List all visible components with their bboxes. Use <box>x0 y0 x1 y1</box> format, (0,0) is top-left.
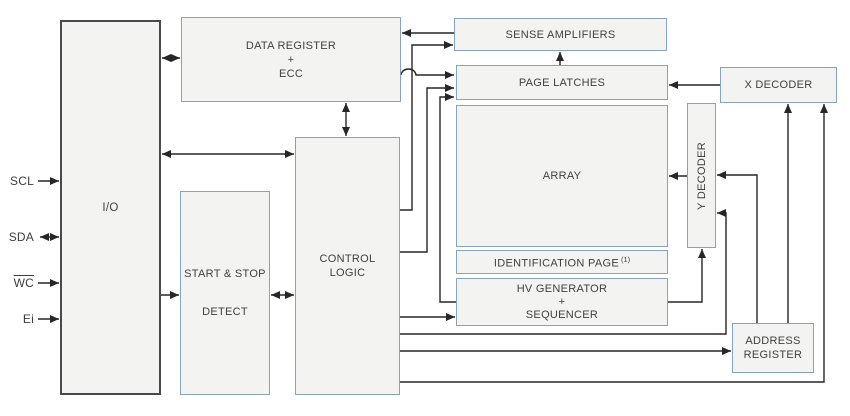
pin-label-ei: Ei <box>22 312 34 326</box>
pin-label-wc: WC <box>13 276 34 290</box>
block-identification-page: IDENTIFICATION PAGE(1) <box>456 250 668 274</box>
block-data-register: DATA REGISTER + ECC <box>181 17 401 102</box>
block-x-decoder-label: X DECODER <box>744 79 813 91</box>
block-start-stop-line1: START & STOP <box>184 268 266 280</box>
block-data-register-plus: + <box>287 53 295 66</box>
block-y-decoder: Y DECODER <box>687 103 716 248</box>
block-hv-generator-plus: + <box>558 295 566 308</box>
block-start-stop-line2: DETECT <box>202 306 248 318</box>
block-io-label: I/O <box>102 201 119 214</box>
block-data-register-label: DATA REGISTER <box>245 39 337 52</box>
identification-page-footnote: (1) <box>620 255 631 265</box>
block-sense-amplifiers-label: SENSE AMPLIFIERS <box>505 28 616 41</box>
arrow-control-logic-to-page-latches <box>400 84 454 253</box>
block-identification-page-label: IDENTIFICATION PAGE(1) <box>493 255 631 270</box>
block-x-decoder: X DECODER <box>720 67 837 103</box>
arrow-address-register-to-y-decoder <box>717 171 758 323</box>
block-address-register: ADDRESS REGISTER <box>732 323 814 373</box>
block-array-label: ARRAY <box>542 170 582 182</box>
block-page-latches-label: PAGE LATCHES <box>518 76 606 89</box>
block-control-logic-line2: LOGIC <box>329 267 366 279</box>
block-sense-amplifiers: SENSE AMPLIFIERS <box>454 18 667 51</box>
arrow-hv-generator-to-page-latches <box>439 93 456 303</box>
block-hv-generator-line1: HV GENERATOR <box>516 282 608 295</box>
block-start-stop-detect: START & STOP DETECT <box>180 191 270 395</box>
block-address-register-line2: REGISTER <box>743 349 803 361</box>
arrow-hv-generator-to-y-decoder <box>668 249 706 303</box>
block-hv-generator-sequencer-line: SEQUENCER <box>525 308 599 321</box>
arrow-control-logic-to-sense-amplifiers <box>400 41 453 211</box>
pin-label-sda: SDA <box>8 230 34 244</box>
block-page-latches: PAGE LATCHES <box>456 65 668 100</box>
block-array: ARRAY <box>456 105 668 247</box>
block-control-logic: CONTROL LOGIC <box>295 137 400 395</box>
block-data-register-ecc: ECC <box>278 67 304 80</box>
block-address-register-line1: ADDRESS <box>745 335 801 347</box>
pin-label-scl: SCL <box>10 174 34 188</box>
block-io: I/O <box>60 20 161 395</box>
block-y-decoder-label: Y DECODER <box>695 141 708 210</box>
block-control-logic-line1: CONTROL <box>319 253 376 265</box>
arrow-data-register-to-page-latches <box>400 68 454 79</box>
block-hv-generator-sequencer: HV GENERATOR + SEQUENCER <box>456 278 668 326</box>
